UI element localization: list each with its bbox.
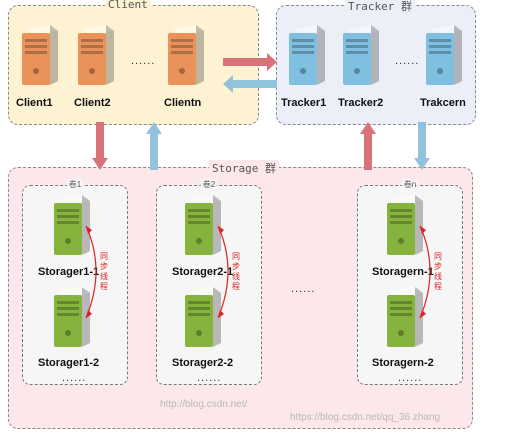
watermark-text: http://blog.csdn.net/ — [160, 399, 248, 410]
client-group-title: Client — [105, 0, 151, 11]
sync-arrow — [85, 225, 97, 319]
tracker-server-icon — [341, 25, 381, 87]
storage-group-title: Storage 群 — [209, 160, 279, 176]
storage-label: Storager2-2 — [172, 357, 234, 369]
storage-ellipsis: ...... — [291, 283, 316, 295]
client-server-icon — [20, 25, 60, 87]
volume-title: 卷2 — [200, 179, 218, 190]
client-label: Client2 — [74, 97, 111, 109]
storage-label: Storager1-1 — [38, 266, 100, 278]
volume-more: ...... — [62, 372, 87, 384]
client-tracker-arrows — [223, 53, 277, 93]
sync-label: 同步线程 — [100, 252, 108, 291]
client-storage-arrows — [92, 122, 162, 170]
volume-more: ...... — [398, 372, 423, 384]
tracker-label: Tracker2 — [338, 97, 384, 109]
sync-arrow — [217, 225, 229, 319]
request-arrow — [223, 53, 277, 71]
response-arrow — [223, 75, 277, 93]
volume-title: 卷1 — [66, 179, 84, 190]
tracker-group-title: Tracker 群 — [345, 0, 415, 14]
tracker-label: Tracker1 — [281, 97, 327, 109]
volume-title: 卷n — [401, 179, 419, 190]
tracker-server-icon — [287, 25, 327, 87]
storage-label: Storagern-1 — [372, 266, 434, 278]
client-label: Client1 — [16, 97, 53, 109]
tracker-storage-arrows — [360, 122, 430, 170]
sync-arrow — [419, 225, 431, 319]
client-server-icon — [76, 25, 116, 87]
volume-more: ...... — [197, 372, 222, 384]
client-label: Clientn — [164, 97, 202, 109]
client-server-icon — [166, 25, 206, 87]
tracker-server-icon — [424, 25, 464, 87]
tracker-label: Trakcern — [420, 97, 466, 109]
storage-label: Storagern-2 — [372, 357, 434, 369]
down-arrow — [414, 122, 430, 170]
storage-label: Storager1-2 — [38, 357, 100, 369]
up-arrow — [146, 122, 162, 170]
tracker-ellipsis: ...... — [395, 55, 420, 67]
sync-label: 同步线程 — [434, 252, 442, 291]
up-arrow — [360, 122, 376, 170]
client-ellipsis: ...... — [131, 55, 156, 67]
down-arrow — [92, 122, 108, 170]
storage-label: Storager2-1 — [172, 266, 234, 278]
sync-label: 同步线程 — [232, 252, 240, 291]
watermark-text: https://blog.csdn.net/qq_36 zhang — [290, 412, 441, 423]
